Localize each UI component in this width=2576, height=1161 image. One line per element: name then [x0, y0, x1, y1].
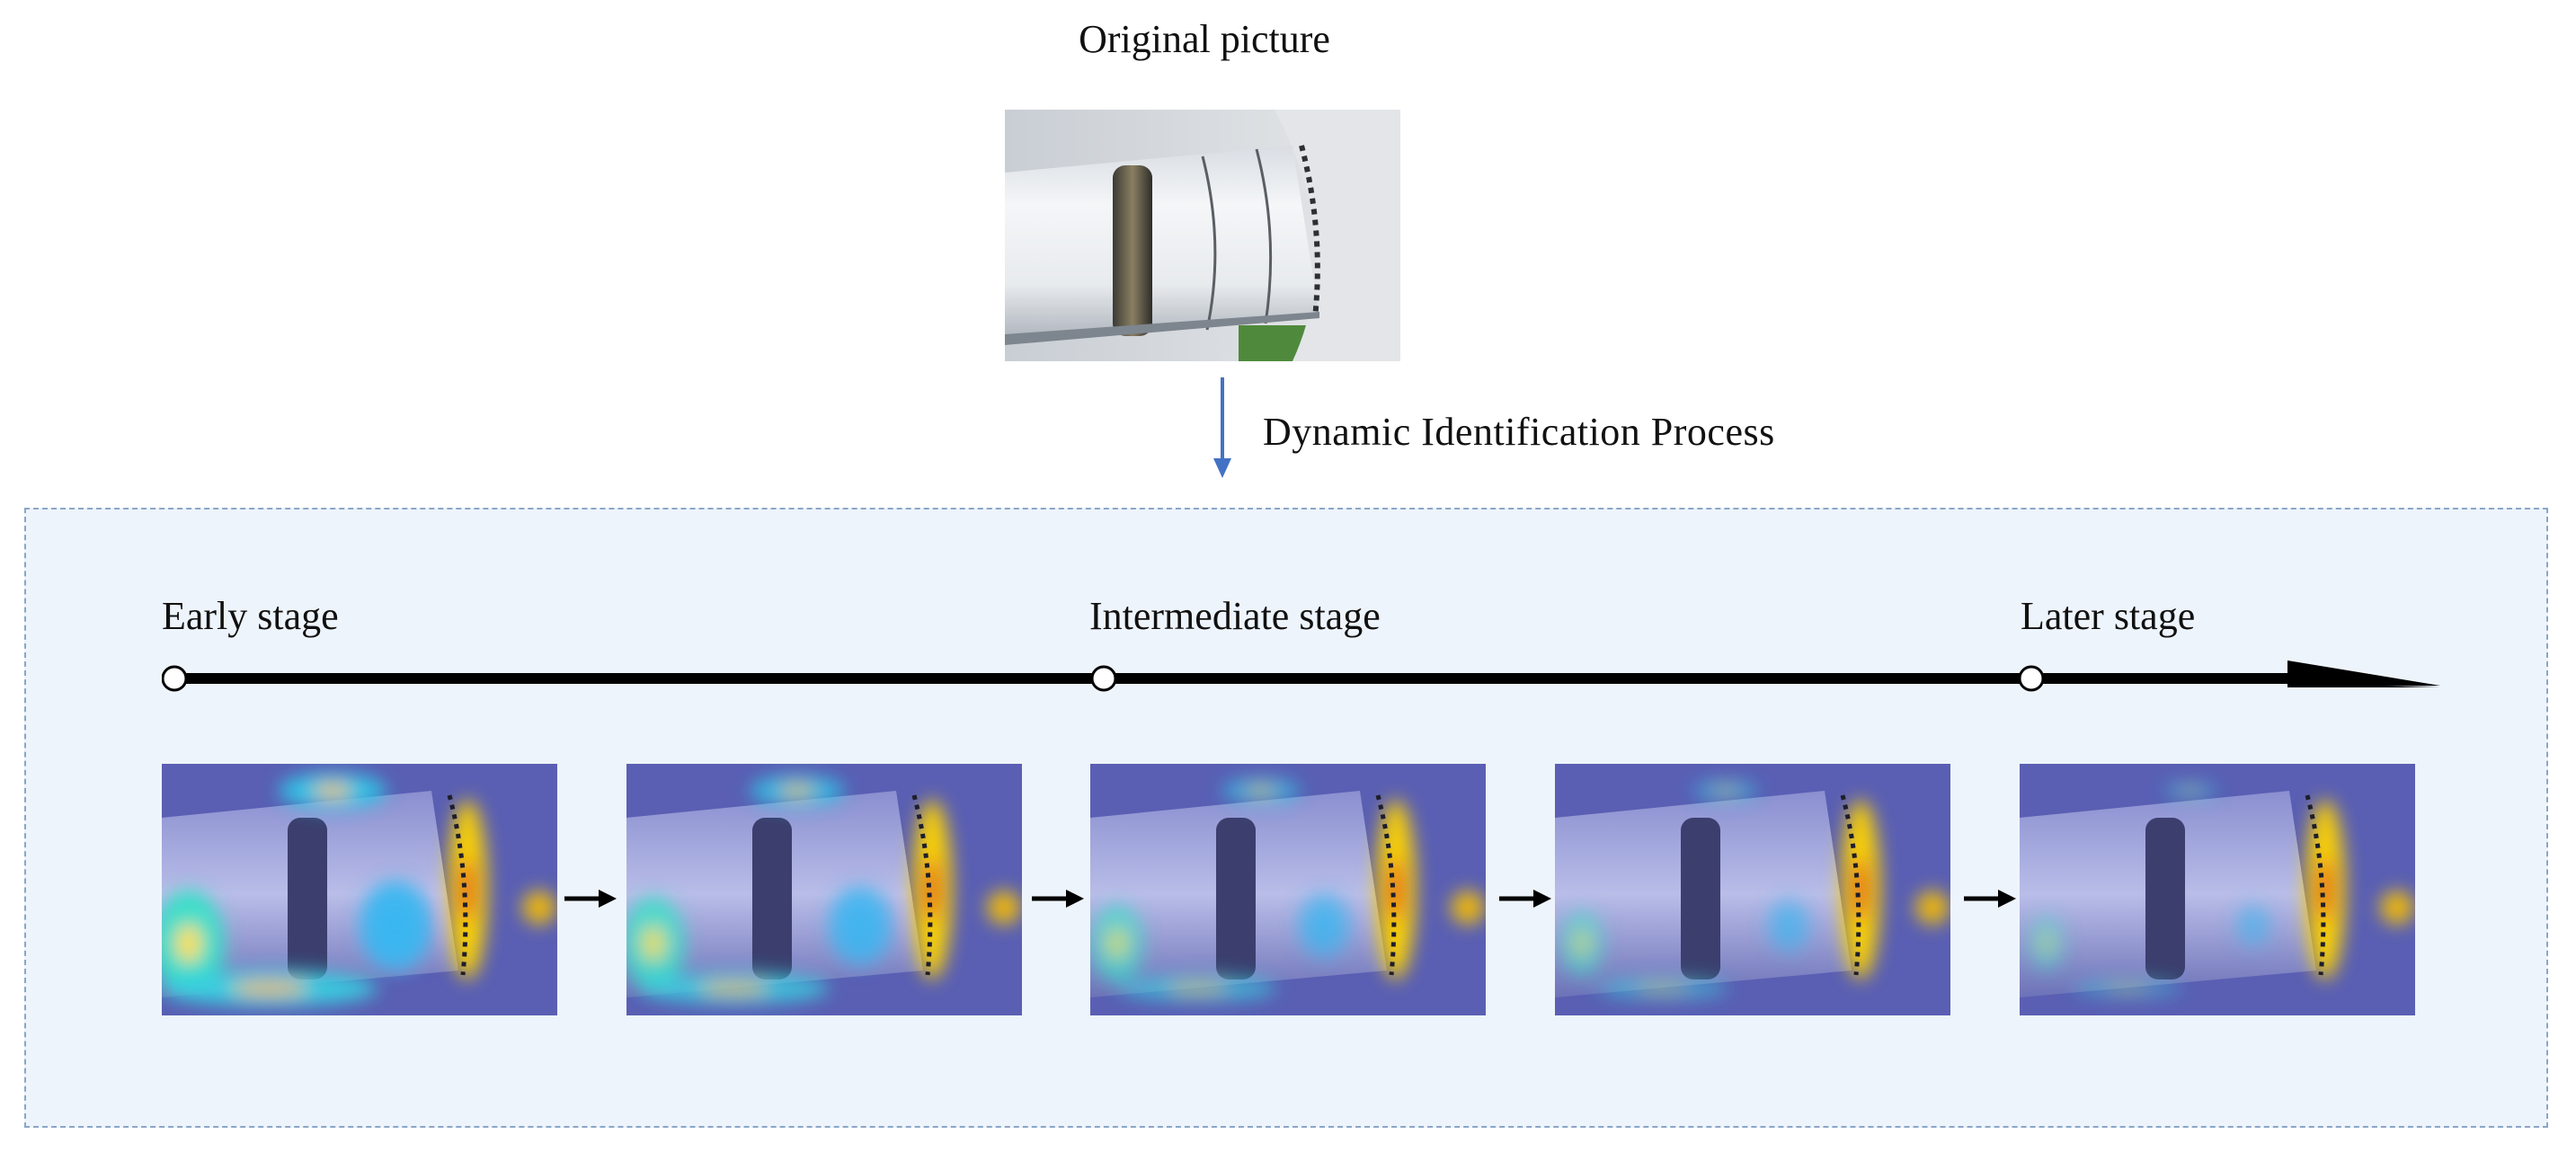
- heatmap-frame-3: [1090, 764, 1486, 1015]
- original-picture: [1005, 110, 1400, 361]
- original-picture-title: Original picture: [1079, 17, 1330, 61]
- step-arrow-icon: [1032, 890, 1084, 908]
- stage-label-intermediate: Intermediate stage: [1089, 594, 1381, 638]
- timeline-arrow: [162, 659, 2440, 692]
- heatmap-frame-5: [2020, 764, 2415, 1015]
- step-arrow-icon: [564, 890, 617, 908]
- step-arrow-icon: [1964, 890, 2016, 908]
- heatmap-image-svg: [626, 764, 1022, 1015]
- stage-label-early: Early stage: [162, 594, 339, 638]
- heatmap-image-svg: [162, 764, 557, 1015]
- heatmap-frame-2: [626, 764, 1022, 1015]
- pipe-illustration: [1005, 110, 1400, 361]
- stage-label-later: Later stage: [2021, 594, 2196, 638]
- timeline-node-early: [162, 665, 188, 692]
- heatmap-image-svg: [1555, 764, 1950, 1015]
- process-label: Dynamic Identification Process: [1263, 410, 1775, 454]
- process-down-arrow-icon: [1213, 377, 1231, 478]
- heatmap-frame-4: [1555, 764, 1950, 1015]
- heatmap-image-svg: [1090, 764, 1486, 1015]
- timeline-node-later: [2018, 665, 2045, 692]
- step-arrow-icon: [1499, 890, 1551, 908]
- timeline-node-intermediate: [1090, 665, 1117, 692]
- heatmap-image-svg: [2020, 764, 2415, 1015]
- heatmap-frame-1: [162, 764, 557, 1015]
